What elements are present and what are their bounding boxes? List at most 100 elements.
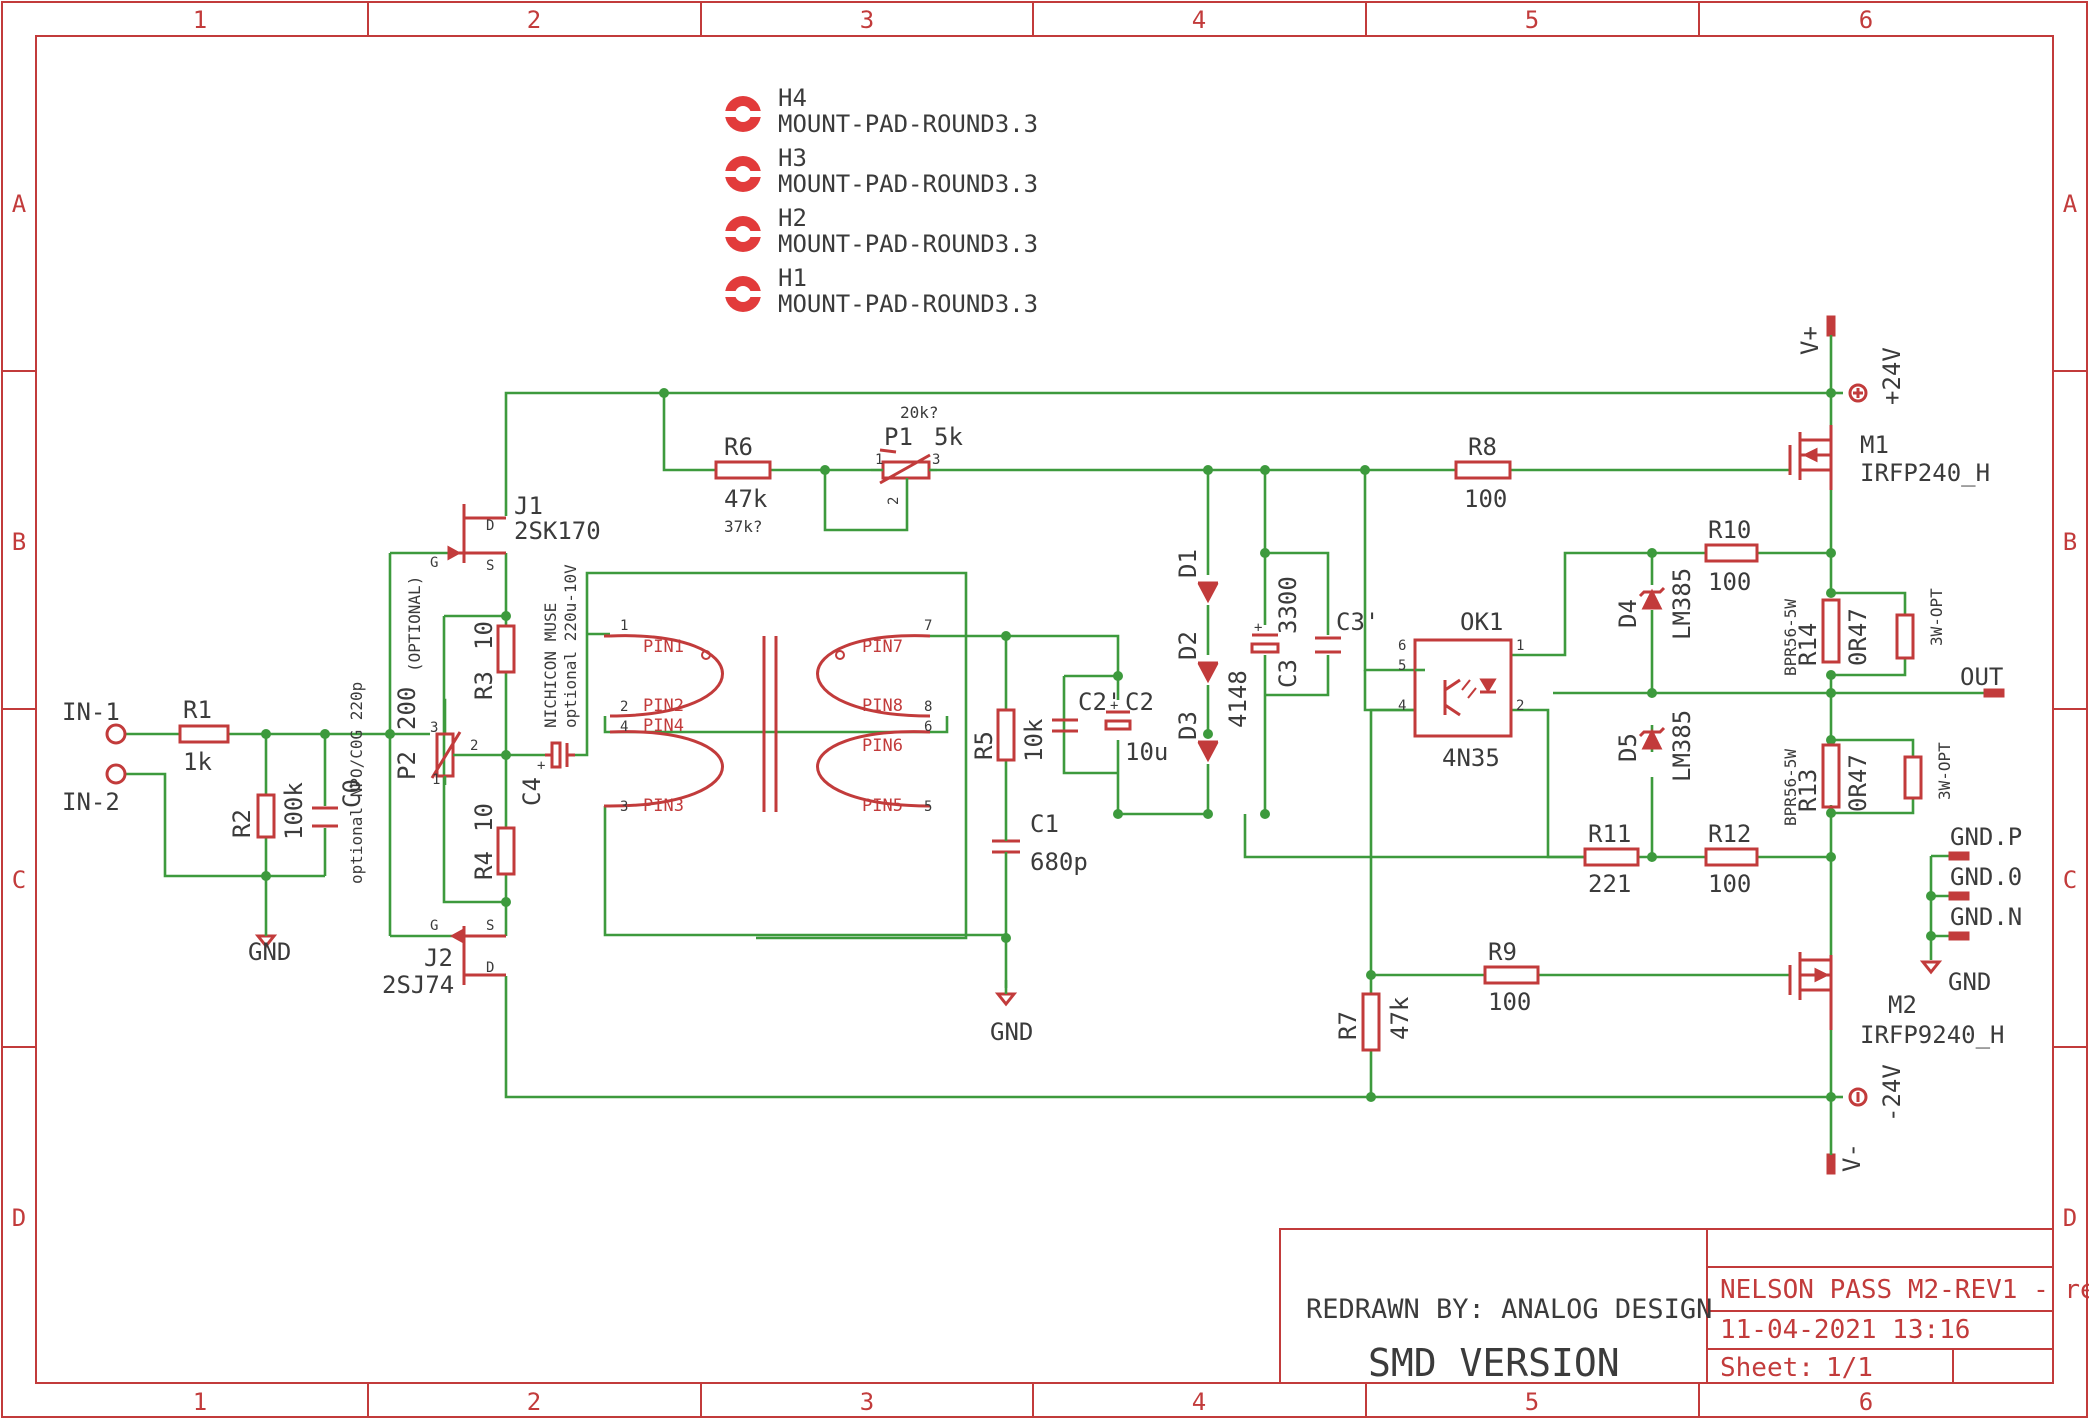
pin4-label: PIN4 xyxy=(643,716,684,736)
col-label-5-bottom: 5 xyxy=(1525,1388,1539,1416)
gnd0-pin-icon xyxy=(1948,891,1970,901)
pin6-label: PIN6 xyxy=(862,736,903,756)
p1-alt: 20k? xyxy=(900,403,939,422)
c1: C1 680p xyxy=(992,810,1088,876)
output-pin-icon xyxy=(1983,688,2005,698)
zener-icon xyxy=(1641,728,1663,750)
minus-terminal-icon xyxy=(1848,1087,1868,1107)
p2-note: (OPTIONAL) xyxy=(405,576,424,672)
r12-value: 100 xyxy=(1708,870,1751,898)
mount-pad-h4: H4 MOUNT-PAD-ROUND3.3 xyxy=(723,84,1038,138)
r11-value: 221 xyxy=(1588,870,1631,898)
r10: R10 100 xyxy=(1704,516,1759,596)
r4-value: 10 xyxy=(470,803,498,832)
r3: R3 10 xyxy=(470,621,516,700)
mount-pad-value: MOUNT-PAD-ROUND3.3 xyxy=(778,290,1038,318)
resistor-icon xyxy=(1821,598,1841,664)
gndn-label: GND.N xyxy=(1950,903,2022,931)
p2-pin3: 3 xyxy=(430,720,438,736)
in1-terminal-icon xyxy=(105,723,127,745)
resistor-icon xyxy=(496,826,516,876)
ok1-ref: OK1 xyxy=(1460,608,1503,636)
r6-ref: R6 xyxy=(724,433,753,461)
r4: R4 10 xyxy=(470,803,516,880)
p2-ref: P2 xyxy=(393,751,421,780)
mount-pads: H4 MOUNT-PAD-ROUND3.3 H3 MOUNT-PAD-ROUND… xyxy=(723,84,1038,318)
r1: R1 1k xyxy=(178,696,230,776)
d2: D2 xyxy=(1174,631,1219,684)
in1-label: IN-1 xyxy=(62,698,120,726)
r9-ref: R9 xyxy=(1488,938,1517,966)
j2-ref: J2 xyxy=(424,944,453,972)
mount-pad-ref: H1 xyxy=(778,264,807,292)
r14: BPR56-5W R14 0R47 3W-OPT xyxy=(1781,588,1946,676)
r6-value: 47k xyxy=(724,485,768,513)
r13-value: 0R47 xyxy=(1844,754,1872,812)
ground-icon xyxy=(994,992,1018,1007)
mount-pad-value: MOUNT-PAD-ROUND3.3 xyxy=(778,170,1038,198)
resistor-icon xyxy=(1821,743,1841,809)
input-connectors: IN-1 IN-2 xyxy=(62,698,127,816)
r9: R9 100 xyxy=(1483,938,1540,1016)
ok1-pin4: 4 xyxy=(1398,698,1406,714)
r10-ref: R10 xyxy=(1708,516,1751,544)
pin5-label: PIN5 xyxy=(862,796,903,816)
c3p: C3' xyxy=(1315,608,1379,654)
sheet-label: Sheet: xyxy=(1720,1353,1814,1383)
r11-ref: R11 xyxy=(1588,820,1631,848)
gndp-label: GND.P xyxy=(1950,823,2022,851)
col-label-4-bottom: 4 xyxy=(1192,1388,1206,1416)
p2-pin1: 1 xyxy=(432,772,440,788)
c3p-ref: C3' xyxy=(1336,608,1379,636)
supply-vminus: V- xyxy=(1826,1097,1866,1175)
r7: R7 47k xyxy=(1334,992,1414,1052)
c1-ref: C1 xyxy=(1030,810,1059,838)
j2-pin-s: S xyxy=(486,918,494,934)
title-text: NELSON PASS M2-REV1 - rec xyxy=(1720,1275,2089,1305)
row-label-b-right: B xyxy=(2063,528,2077,556)
gnd-label-output: GND xyxy=(1948,968,1991,996)
resistor-icon xyxy=(1704,847,1759,867)
row-label-a-right: A xyxy=(2063,190,2078,218)
svg-text:+: + xyxy=(1110,698,1118,714)
col-label-6: 6 xyxy=(1859,6,1873,34)
j2: G S D J2 2SJ74 xyxy=(382,918,506,999)
r14-note: BPR56-5W xyxy=(1781,599,1800,676)
minus24-label: -24V xyxy=(1878,1064,1906,1122)
row-label-d: D xyxy=(12,1204,26,1232)
m2-ref: M2 xyxy=(1888,991,1917,1019)
in2-label: IN-2 xyxy=(62,788,120,816)
m1-ref: M1 xyxy=(1860,431,1889,459)
optocoupler-icon xyxy=(1413,638,1513,738)
output-port: OUT xyxy=(1960,663,2005,698)
gnd-label-input: GND xyxy=(248,938,291,966)
m1-value: IRFP240_H xyxy=(1860,459,1990,487)
diodes-value: 4148 xyxy=(1224,670,1252,728)
col-label-4: 4 xyxy=(1192,6,1206,34)
j1-ref: J1 xyxy=(514,492,543,520)
d5: D5 LM385 xyxy=(1614,710,1696,782)
col-label-3-bottom: 3 xyxy=(860,1388,874,1416)
supply-pin-icon xyxy=(1826,315,1836,337)
r11: R11 221 xyxy=(1583,820,1640,898)
supply-pin-icon xyxy=(1826,1153,1836,1175)
date-text: 11-04-2021 13:16 xyxy=(1720,1315,1970,1345)
r14-ref: R14 xyxy=(1794,623,1822,666)
mount-pad-value: MOUNT-PAD-ROUND3.3 xyxy=(778,110,1038,138)
p2-pin2: 2 xyxy=(470,738,478,754)
row-label-c: C xyxy=(12,866,26,894)
c4-ref: C4 xyxy=(518,777,546,806)
row-label-b: B xyxy=(12,528,26,556)
r12: R12 100 xyxy=(1704,820,1759,898)
svg-text:+: + xyxy=(1254,620,1262,636)
pin-num-6: 6 xyxy=(924,719,932,735)
pin-num-4: 4 xyxy=(620,719,628,735)
pin-num-7: 7 xyxy=(924,618,932,634)
c2: + C2 10u xyxy=(1104,688,1168,766)
p1-pin3: 3 xyxy=(932,452,940,468)
d2-ref: D2 xyxy=(1174,631,1202,660)
resistor-icon xyxy=(496,624,516,674)
pin-num-1: 1 xyxy=(620,618,628,634)
